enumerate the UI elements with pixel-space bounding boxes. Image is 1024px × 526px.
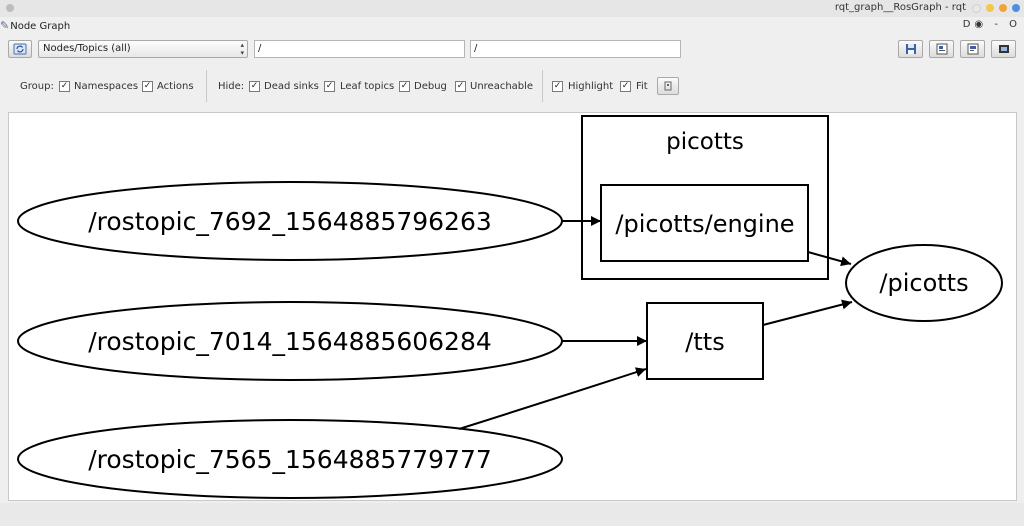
topic-filter-input[interactable]: / [470, 40, 681, 58]
fit-in-view-icon [664, 81, 672, 91]
unreachable-checkbox[interactable]: ✓ [455, 81, 466, 92]
refresh-button[interactable] [8, 40, 32, 58]
save-svg-button[interactable] [960, 40, 985, 58]
node-rostopic-7014-label: /rostopic_7014_1564885606284 [88, 327, 492, 356]
highlight-label[interactable]: Highlight [568, 81, 614, 92]
save-svg-icon [967, 43, 978, 55]
graph-canvas[interactable]: picotts /rostopic_7692_1564885796263 /ro… [8, 112, 1017, 501]
node-rostopic-7565[interactable]: /rostopic_7565_1564885779777 [17, 419, 563, 499]
node-rostopic-7692-label: /rostopic_7692_1564885796263 [88, 207, 492, 236]
refresh-icon [13, 43, 27, 55]
node-picotts-engine-label: /picotts/engine [615, 210, 794, 238]
cluster-picotts-label: picotts [666, 129, 744, 155]
edge-rostopic-7565-to-tts [458, 367, 647, 430]
options-bar: Group: ✓ Namespaces ✓ Actions Hide: ✓ De… [0, 70, 1024, 102]
graph-type-select[interactable]: Nodes/Topics (all) ▴▾ [38, 40, 248, 58]
leaf-topics-label[interactable]: Leaf topics [340, 81, 395, 92]
pane-title: Node Graph [10, 21, 71, 32]
dead-sinks-label[interactable]: Dead sinks [264, 81, 319, 92]
window-shade-button[interactable] [972, 4, 981, 13]
options-divider [206, 70, 207, 102]
highlight-checkbox[interactable]: ✓ [552, 81, 563, 92]
screenshot-icon [998, 45, 1009, 53]
fit-label[interactable]: Fit [636, 81, 648, 92]
fit-checkbox[interactable]: ✓ [620, 81, 631, 92]
node-filter-input[interactable]: / [254, 40, 465, 58]
dead-sinks-checkbox[interactable]: ✓ [249, 81, 260, 92]
actions-label[interactable]: Actions [157, 81, 194, 92]
window-titlebar: rqt_graph__RosGraph - rqt [0, 0, 1024, 17]
node-picotts-engine[interactable]: /picotts/engine [600, 184, 809, 262]
status-bar [0, 503, 1024, 526]
node-picotts[interactable]: /picotts [845, 244, 1003, 322]
load-graph-icon [936, 43, 947, 55]
group-label: Group: [20, 81, 54, 92]
chevron-updown-icon: ▴▾ [240, 41, 244, 57]
actions-checkbox[interactable]: ✓ [142, 81, 153, 92]
node-rostopic-7692[interactable]: /rostopic_7692_1564885796263 [17, 181, 563, 261]
node-tts[interactable]: /tts [646, 302, 764, 380]
node-rostopic-7565-label: /rostopic_7565_1564885779777 [88, 445, 492, 474]
namespaces-label[interactable]: Namespaces [74, 81, 139, 92]
load-graph-button[interactable] [929, 40, 954, 58]
node-tts-label: /tts [685, 328, 724, 356]
options-divider [542, 70, 543, 102]
unreachable-label[interactable]: Unreachable [470, 81, 534, 92]
screenshot-button[interactable] [991, 40, 1016, 58]
edge-engine-to-picotts [807, 251, 852, 267]
save-dot-icon [905, 44, 916, 54]
window-maximize-button[interactable] [999, 4, 1007, 12]
pane-controls[interactable]: D◉ - O [962, 19, 1021, 30]
window-minimize-button[interactable] [986, 4, 994, 12]
graph-tool-icon: ✎ [0, 19, 10, 32]
edge-tts-to-picotts [762, 299, 853, 326]
debug-label[interactable]: Debug [414, 81, 447, 92]
window-title: rqt_graph__RosGraph - rqt [834, 2, 966, 13]
ros-graph[interactable]: picotts /rostopic_7692_1564885796263 /ro… [9, 113, 1016, 500]
fit-in-view-button[interactable] [657, 77, 679, 95]
leaf-topics-checkbox[interactable]: ✓ [324, 81, 335, 92]
window-menu-icon[interactable] [6, 4, 14, 12]
save-dot-button[interactable] [898, 40, 923, 58]
node-rostopic-7014[interactable]: /rostopic_7014_1564885606284 [17, 301, 563, 381]
namespaces-checkbox[interactable]: ✓ [59, 81, 70, 92]
debug-checkbox[interactable]: ✓ [399, 81, 410, 92]
window-close-button[interactable] [1012, 4, 1020, 12]
node-picotts-label: /picotts [879, 269, 968, 297]
graph-type-value: Nodes/Topics (all) [43, 43, 131, 54]
pane-title-bar: ✎Node Graph [0, 19, 70, 33]
hide-label: Hide: [218, 81, 245, 92]
